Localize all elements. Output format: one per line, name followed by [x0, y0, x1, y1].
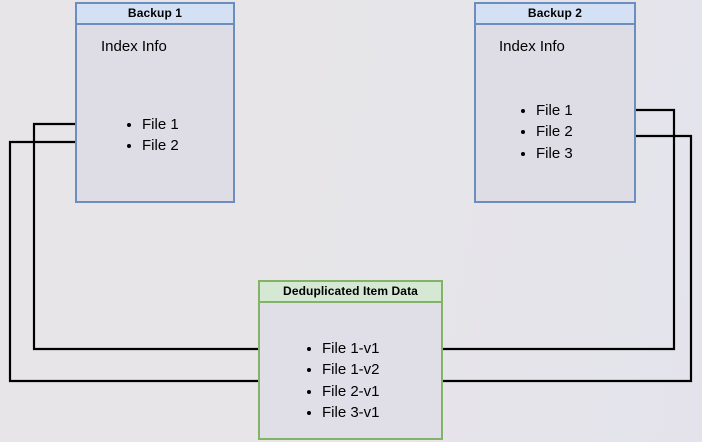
node-dedup-header: Deduplicated Item Data: [260, 282, 441, 303]
node-deduplicated-item-data[interactable]: Deduplicated Item Data File 1-v1 File 1-…: [258, 280, 443, 440]
list-item: File 2: [142, 135, 179, 156]
list-item: File 1-v2: [322, 359, 380, 380]
node-backup1-header: Backup 1: [77, 4, 233, 25]
node-backup1[interactable]: Backup 1 Index Info File 1 File 2: [75, 2, 235, 203]
node-backup2[interactable]: Backup 2 Index Info File 1 File 2 File 3: [474, 2, 636, 203]
list-item: File 2: [536, 121, 573, 142]
list-item: File 1: [142, 114, 179, 135]
node-dedup-filelist: File 1-v1 File 1-v2 File 2-v1 File 3-v1: [305, 338, 380, 424]
node-backup2-header: Backup 2: [476, 4, 634, 25]
list-item: File 2-v1: [322, 381, 380, 402]
list-item: File 1: [536, 100, 573, 121]
node-backup1-caption: Index Info: [101, 38, 167, 55]
list-item: File 3-v1: [322, 402, 380, 423]
node-backup2-filelist: File 1 File 2 File 3: [519, 100, 573, 164]
node-backup1-filelist: File 1 File 2: [125, 114, 179, 157]
list-item: File 1-v1: [322, 338, 380, 359]
list-item: File 3: [536, 143, 573, 164]
node-backup2-caption: Index Info: [499, 38, 565, 55]
